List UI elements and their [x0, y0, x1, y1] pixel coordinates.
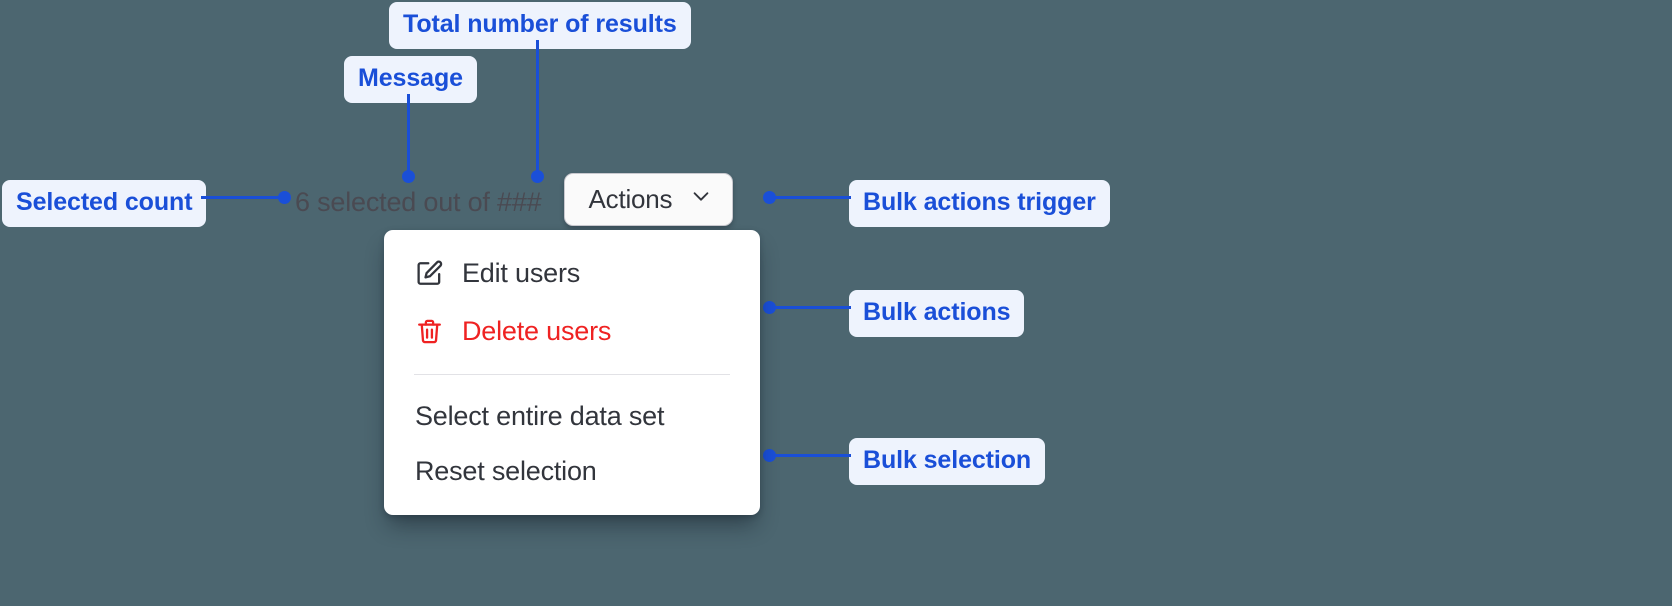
connector-dot-selected-count	[278, 191, 291, 204]
menu-item-delete-users[interactable]: Delete users	[384, 302, 760, 360]
menu-item-reset-selection[interactable]: Reset selection	[384, 444, 760, 499]
menu-item-label: Reset selection	[415, 456, 597, 486]
connector-dot-bulk-selection	[763, 449, 776, 462]
connector-line-total-results	[536, 40, 539, 176]
connector-line-message	[407, 94, 410, 176]
callout-bulk-selection: Bulk selection	[849, 438, 1046, 485]
connector-line-selected-count	[201, 196, 285, 199]
connector-line-bulk-actions	[768, 306, 851, 309]
menu-item-label: Delete users	[462, 315, 612, 346]
callout-bulk-actions-trigger: Bulk actions trigger	[849, 180, 1110, 227]
bulk-selection-bar: 6 selected out of ### Actions	[295, 173, 734, 229]
callout-message: Message	[344, 56, 477, 103]
connector-dot-message	[402, 170, 415, 183]
chevron-down-icon	[690, 185, 712, 212]
connector-dot-bulk-actions-trigger	[763, 191, 776, 204]
connector-line-bulk-selection	[768, 454, 851, 457]
connector-line-bulk-actions-trigger	[768, 196, 851, 199]
bulk-actions-dropdown-menu: Edit users Delete users Select entire da…	[384, 230, 760, 515]
edit-pencil-icon	[414, 258, 444, 288]
actions-button-label: Actions	[588, 183, 673, 214]
trash-icon	[414, 316, 444, 346]
callout-selected-count: Selected count	[2, 180, 207, 227]
menu-item-label: Select entire data set	[415, 401, 665, 431]
menu-item-select-entire-data-set[interactable]: Select entire data set	[384, 389, 760, 444]
connector-dot-bulk-actions	[763, 301, 776, 314]
menu-item-label: Edit users	[462, 257, 581, 288]
callout-total-number-of-results: Total number of results	[389, 2, 691, 49]
menu-divider	[414, 374, 730, 375]
bulk-actions-trigger-button[interactable]: Actions	[563, 173, 734, 226]
callout-bulk-actions: Bulk actions	[849, 290, 1025, 337]
selected-count-message: 6 selected out of ###	[295, 187, 542, 217]
menu-item-edit-users[interactable]: Edit users	[384, 244, 760, 302]
connector-dot-total-results	[531, 170, 544, 183]
